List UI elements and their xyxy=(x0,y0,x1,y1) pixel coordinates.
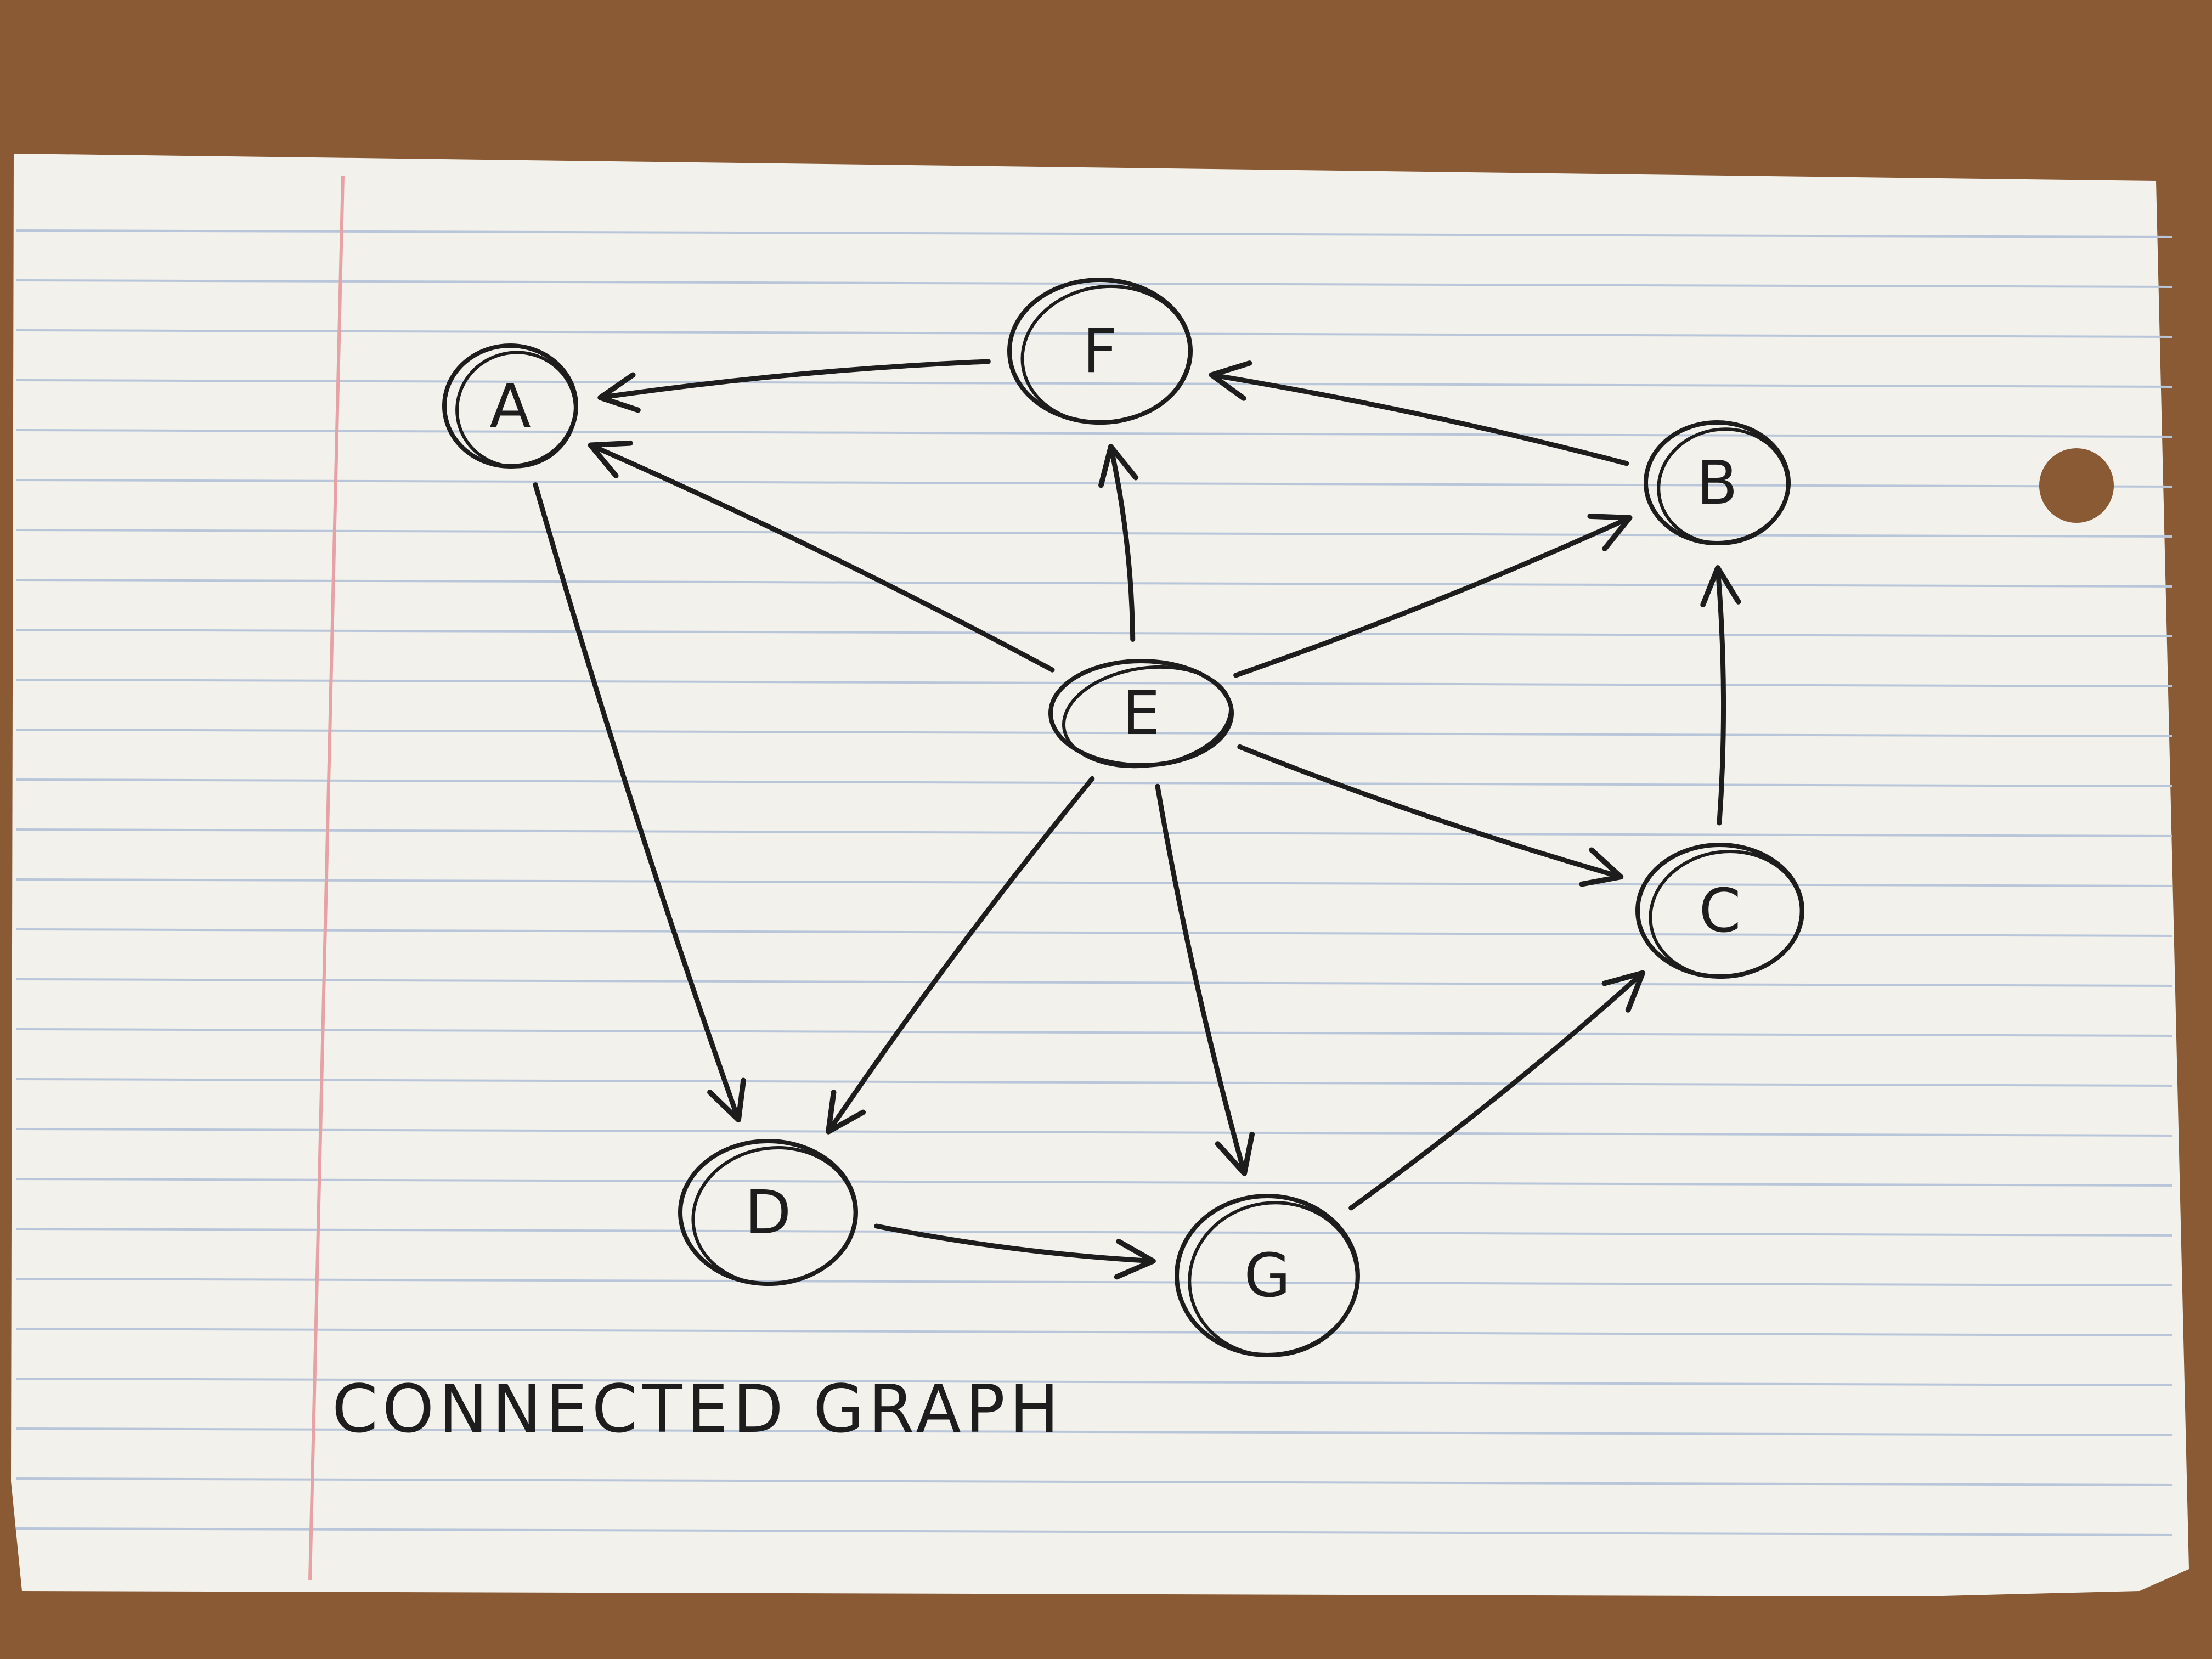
ruled-line xyxy=(16,1527,2173,1536)
edge-f-to-a xyxy=(597,359,991,413)
ruled-line xyxy=(16,1128,2173,1137)
node-circle-overdraw xyxy=(1649,850,1803,979)
diagram-caption: CONNECTED GRAPH xyxy=(332,1372,1063,1448)
ruled-line xyxy=(16,1328,2173,1336)
ruled-line xyxy=(16,329,2173,338)
node-b: B xyxy=(1644,420,1791,545)
ruled-lines xyxy=(16,229,2173,1536)
edge-c-to-b xyxy=(1700,565,1741,826)
node-label: F xyxy=(1082,316,1117,386)
edge-e-to-f xyxy=(1098,444,1139,642)
edge-e-to-a xyxy=(588,440,1055,673)
edges-layer xyxy=(533,359,1741,1280)
punch-hole xyxy=(2039,448,2114,523)
node-circle-overdraw xyxy=(691,1146,857,1286)
ruled-line xyxy=(16,1427,2173,1436)
node-label: A xyxy=(489,371,531,441)
node-circle-overdraw xyxy=(455,351,577,469)
ruled-line xyxy=(16,1078,2173,1087)
ruled-line xyxy=(16,778,2173,787)
ruled-line xyxy=(16,1477,2173,1486)
node-circle-overdraw xyxy=(1020,284,1192,425)
ruled-line xyxy=(16,429,2173,438)
node-circle-overdraw xyxy=(1657,427,1790,545)
edge-d-to-g xyxy=(874,1223,1156,1280)
ruled-line xyxy=(16,529,2173,538)
node-label: E xyxy=(1122,678,1160,748)
edge-e-to-b xyxy=(1233,514,1633,678)
ruled-line xyxy=(16,229,2173,238)
ruled-line xyxy=(16,1278,2173,1286)
node-g: G xyxy=(1175,1194,1360,1357)
ruled-line xyxy=(16,1028,2173,1037)
node-circle-overdraw xyxy=(1062,665,1233,769)
nodes-layer: A B C D E F G xyxy=(442,278,1804,1357)
node-f: F xyxy=(1007,278,1193,425)
ruled-line xyxy=(16,978,2173,987)
node-circle-overdraw xyxy=(1188,1201,1359,1357)
edge-a-to-d xyxy=(533,482,746,1123)
node-label: G xyxy=(1244,1240,1290,1311)
edge-e-to-g xyxy=(1155,783,1255,1176)
paper-sheet xyxy=(11,154,2189,1596)
node-c: C xyxy=(1635,843,1804,979)
ruled-line xyxy=(16,878,2173,887)
node-label: D xyxy=(745,1177,792,1248)
node-d: D xyxy=(678,1139,858,1286)
ruled-line xyxy=(16,1378,2173,1386)
ruled-line xyxy=(16,629,2173,637)
edge-g-to-c xyxy=(1348,970,1646,1211)
node-label: C xyxy=(1699,876,1741,946)
ruled-line xyxy=(16,828,2173,837)
ruled-line xyxy=(16,579,2173,588)
edge-b-to-f xyxy=(1209,360,1629,466)
node-label: B xyxy=(1696,448,1737,518)
node-a: A xyxy=(442,343,578,469)
ruled-line xyxy=(16,1228,2173,1237)
ruled-line xyxy=(16,279,2173,288)
ruled-line xyxy=(16,729,2173,737)
ruled-line xyxy=(16,479,2173,488)
node-e: E xyxy=(1048,659,1234,769)
margin-line xyxy=(308,175,345,1581)
ruled-line xyxy=(16,379,2173,388)
edge-e-to-d xyxy=(826,776,1095,1135)
edge-e-to-c xyxy=(1237,744,1624,887)
ruled-line xyxy=(16,928,2173,937)
ruled-line xyxy=(16,1178,2173,1187)
